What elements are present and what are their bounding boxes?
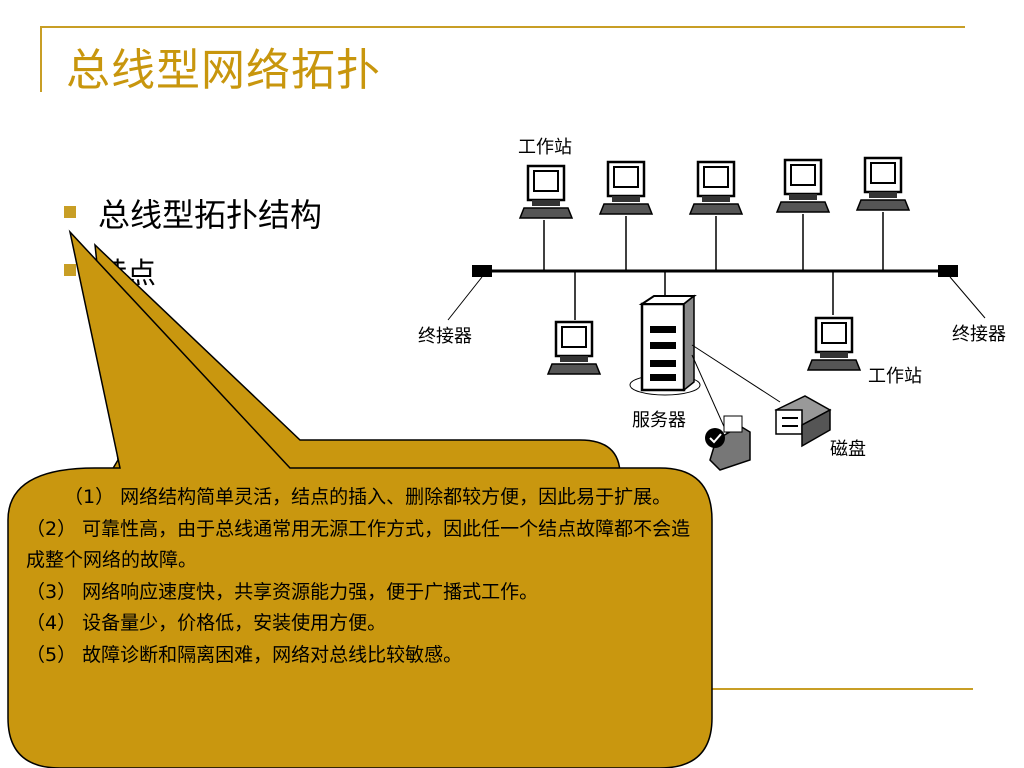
terminator-right-icon [938,265,958,277]
feature-line: （2） 可靠性高，由于总线通常用无源工作方式，因此任一个结点故障都不会造成整个网… [26,517,691,572]
disk-icon [774,395,832,448]
feature-line: （5） 故障诊断和隔离困难，网络对总线比较敏感。 [26,643,463,666]
workstation-icon [806,316,862,372]
label-server: 服务器 [632,410,686,431]
workstation-icon [688,160,744,216]
bullet-square-icon [64,264,76,276]
label-disk: 磁盘 [830,439,866,460]
label-workstation-right: 工作站 [868,366,922,387]
title-left-bar [40,26,42,92]
feature-line: （4） 设备量少，价格低，安装使用方便。 [26,612,387,634]
bullet-square-icon [64,206,76,218]
bullet-item: 总线型拓扑结构 [64,190,322,236]
workstation-icon [775,158,831,214]
label-workstation-top: 工作站 [518,137,572,158]
label-terminator-left: 终接器 [418,326,472,347]
bus-topology-diagram: 工作站 终接器 终接器 工作站 服务器 磁盘 [418,137,1006,471]
workstation-icon [598,160,654,216]
label-terminator-right: 终接器 [952,324,1006,345]
workstation-icon [546,320,602,376]
terminator-left-icon [472,265,492,277]
footer-line [690,688,973,690]
slide-title: 总线型网络拓扑 [66,45,381,96]
workstation-icon [518,164,574,220]
title-underline [40,26,965,28]
bullet-text: 总线型拓扑结构 [98,196,323,234]
feature-line: （1） 网络结构简单灵活，结点的插入、删除都较方便，因此易于扩展。 [64,486,672,508]
server-icon [638,294,697,392]
bullet-item: 特点 [64,250,156,292]
workstation-icon [855,156,911,212]
feature-line: （3） 网络响应速度快，共享资源能力强，便于广播式工作。 [26,580,539,603]
printer-icon [705,415,751,471]
bullet-text: 特点 [98,256,157,290]
callout-text: （1） 网络结构简单灵活，结点的插入、删除都较方便，因此易于扩展。 （2） 可靠… [26,482,696,671]
